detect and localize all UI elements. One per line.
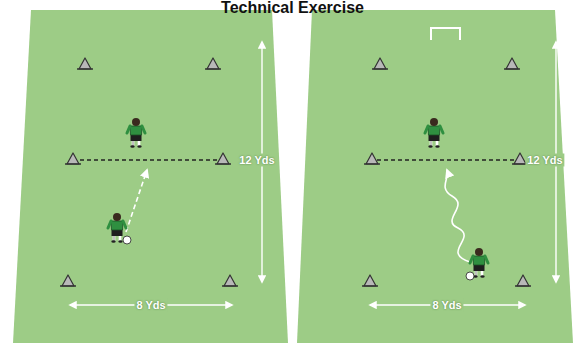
dimension-label: 8 Yds — [430, 299, 463, 312]
dimension-label: 8 Yds — [134, 299, 167, 312]
drill-title: Technical Exercise — [0, 0, 585, 16]
dimension-label: 12 Yds — [237, 154, 276, 167]
dimension-label: 12 Yds — [525, 154, 564, 167]
